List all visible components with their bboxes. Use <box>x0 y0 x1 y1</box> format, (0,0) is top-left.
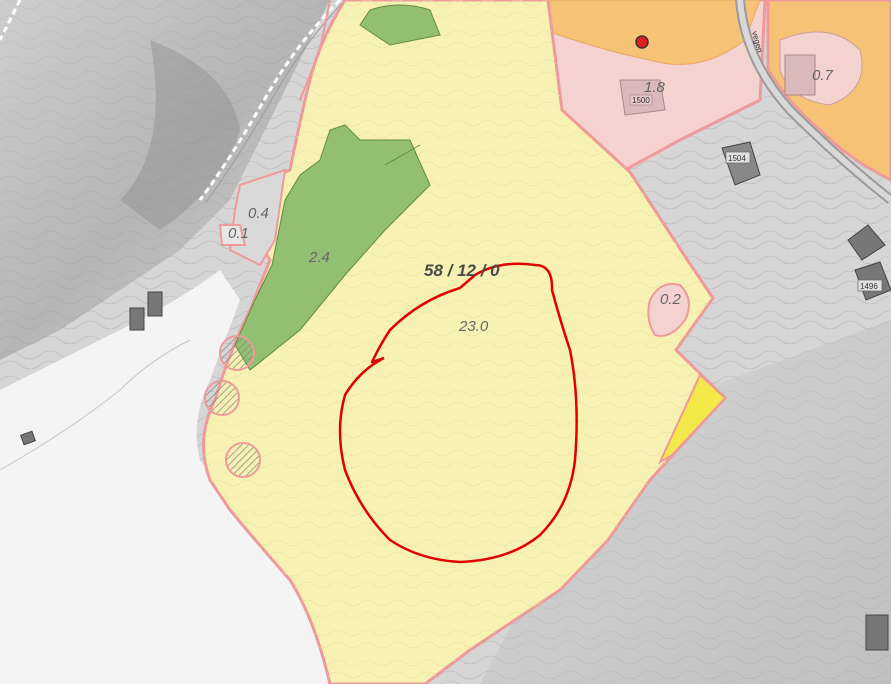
residential-patch-field[interactable] <box>647 283 690 337</box>
hill-shading-southeast <box>480 320 891 684</box>
building-southeast[interactable] <box>865 614 889 651</box>
boathouse-1[interactable] <box>129 307 145 331</box>
building-top-right[interactable] <box>784 54 816 96</box>
railway-line-west <box>0 0 22 41</box>
area-label-pink-right: 0.2 <box>660 291 682 308</box>
boathouse-2[interactable] <box>147 291 163 317</box>
area-label-orange: 0.7 <box>812 67 834 84</box>
yellow-zone[interactable] <box>657 373 727 465</box>
location-marker[interactable] <box>635 35 649 49</box>
gray-plot-tiny[interactable] <box>218 224 247 246</box>
ridge-shading <box>120 40 240 230</box>
building-1504-label: 1504 <box>728 154 746 163</box>
orange-zone-top[interactable] <box>544 0 761 65</box>
building-east-1[interactable] <box>847 224 886 261</box>
area-label-gray-tiny: 0.1 <box>228 225 249 242</box>
hill-shading-west <box>0 0 330 360</box>
plot-id-label: 58 / 12 / 0 <box>424 261 500 280</box>
forest-strip[interactable] <box>234 124 431 371</box>
shore-feature-1 <box>219 335 255 371</box>
water-area <box>0 270 340 684</box>
building-1496-label: 1496 <box>860 282 878 291</box>
area-label-main: 23.0 <box>458 318 489 335</box>
shore-feature-3 <box>225 442 261 478</box>
area-label-gray-small: 0.4 <box>248 205 269 222</box>
forest-top[interactable] <box>359 4 441 46</box>
shoreline-contour <box>0 339 191 471</box>
railway-line <box>198 0 342 201</box>
area-label-pink-top: 1.8 <box>644 79 666 96</box>
shore-feature-2 <box>204 380 240 416</box>
area-label-forest: 2.4 <box>308 249 330 266</box>
sketch-outline[interactable] <box>338 262 578 564</box>
building-1500-label: 1500 <box>632 96 650 105</box>
shed-west[interactable] <box>20 430 36 446</box>
plot-boundary-extension <box>299 0 331 101</box>
